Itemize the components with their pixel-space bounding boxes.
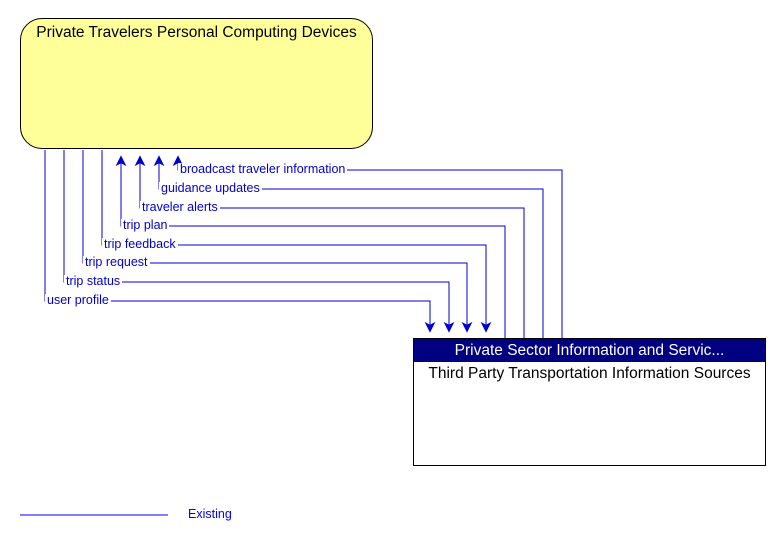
flow-label-trip-feedback[interactable]: trip feedback <box>102 237 178 251</box>
node-third-party-transportation-information-sources[interactable]: Private Sector Information and Servic...… <box>413 338 766 466</box>
flow-label-traveler-alerts[interactable]: traveler alerts <box>140 200 220 214</box>
flow-label-trip-plan[interactable]: trip plan <box>121 218 170 232</box>
node-header-label: Private Sector Information and Servic... <box>414 339 765 362</box>
flow-label-user-profile[interactable]: user profile <box>45 293 111 307</box>
flow-label-trip-status[interactable]: trip status <box>64 274 123 288</box>
flow-label-broadcast-traveler-information[interactable]: broadcast traveler information <box>178 162 348 176</box>
node-private-travelers-personal-computing-devices[interactable]: Private Travelers Personal Computing Dev… <box>20 18 373 149</box>
legend-item-existing-label: Existing <box>188 507 232 521</box>
node-title: Private Travelers Personal Computing Dev… <box>36 24 357 41</box>
node-body-label: Third Party Transportation Information S… <box>428 365 751 382</box>
flow-label-trip-request[interactable]: trip request <box>83 255 150 269</box>
flow-label-guidance-updates[interactable]: guidance updates <box>159 181 262 195</box>
